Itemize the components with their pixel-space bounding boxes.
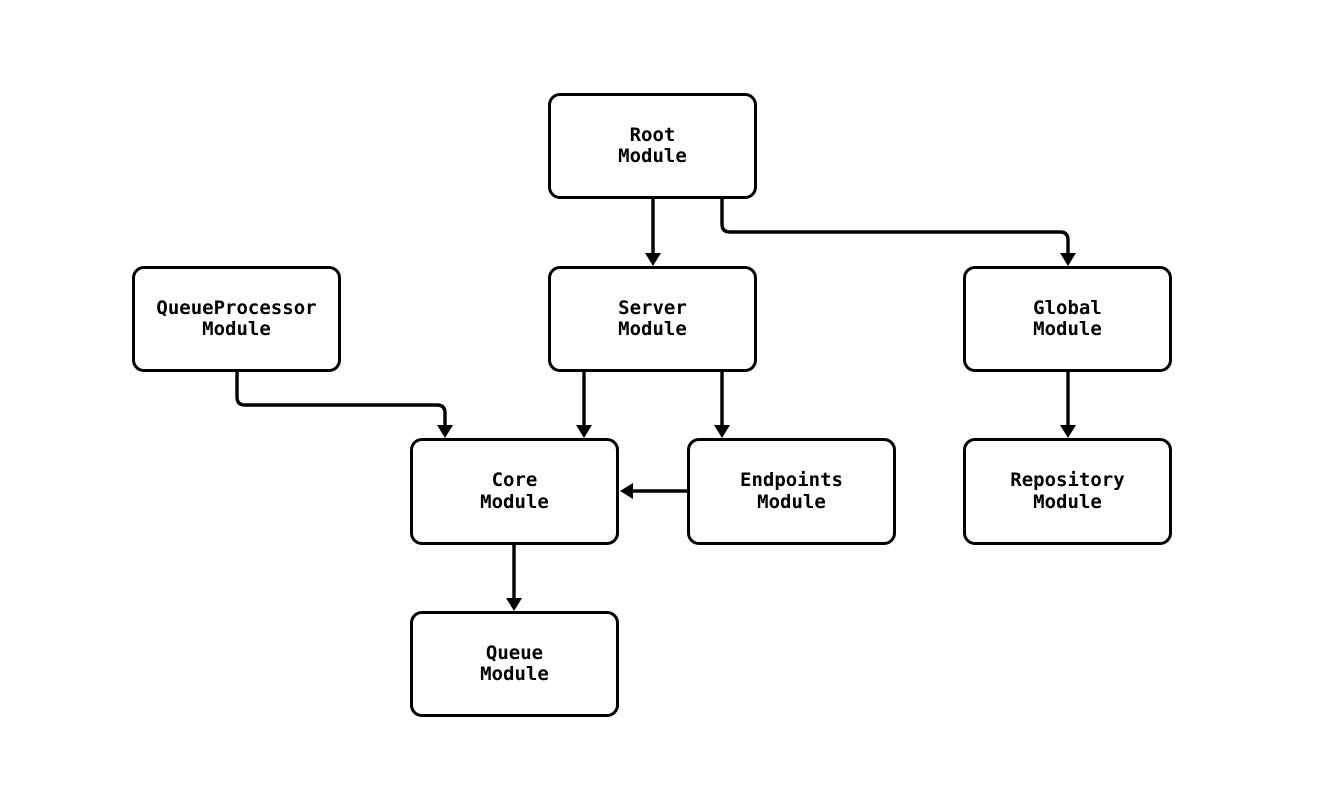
node-server-module: Server Module — [548, 266, 757, 372]
node-core-module: Core Module — [410, 438, 619, 545]
node-endpoints-module: Endpoints Module — [687, 438, 896, 545]
node-queueprocessor-module: QueueProcessor Module — [132, 266, 341, 372]
arrowhead-server-to-endpoints — [714, 425, 730, 438]
node-global-module: Global Module — [963, 266, 1172, 372]
edge-queueprocessor-to-core — [235, 372, 447, 425]
arrowhead-endpoints-to-core — [620, 483, 633, 499]
node-root-module: Root Module — [548, 93, 757, 199]
arrowhead-global-to-repository — [1060, 425, 1076, 438]
arrowhead-server-to-core — [576, 425, 592, 438]
node-queue-module: Queue Module — [410, 611, 619, 717]
arrowhead-root-to-server — [645, 253, 661, 266]
node-repository-module: Repository Module — [963, 438, 1172, 545]
edge-root-to-global — [720, 199, 1070, 253]
arrowhead-root-to-global — [1060, 253, 1076, 266]
arrowhead-core-to-queue — [506, 598, 522, 611]
arrowhead-queueprocessor-to-core — [437, 425, 453, 438]
